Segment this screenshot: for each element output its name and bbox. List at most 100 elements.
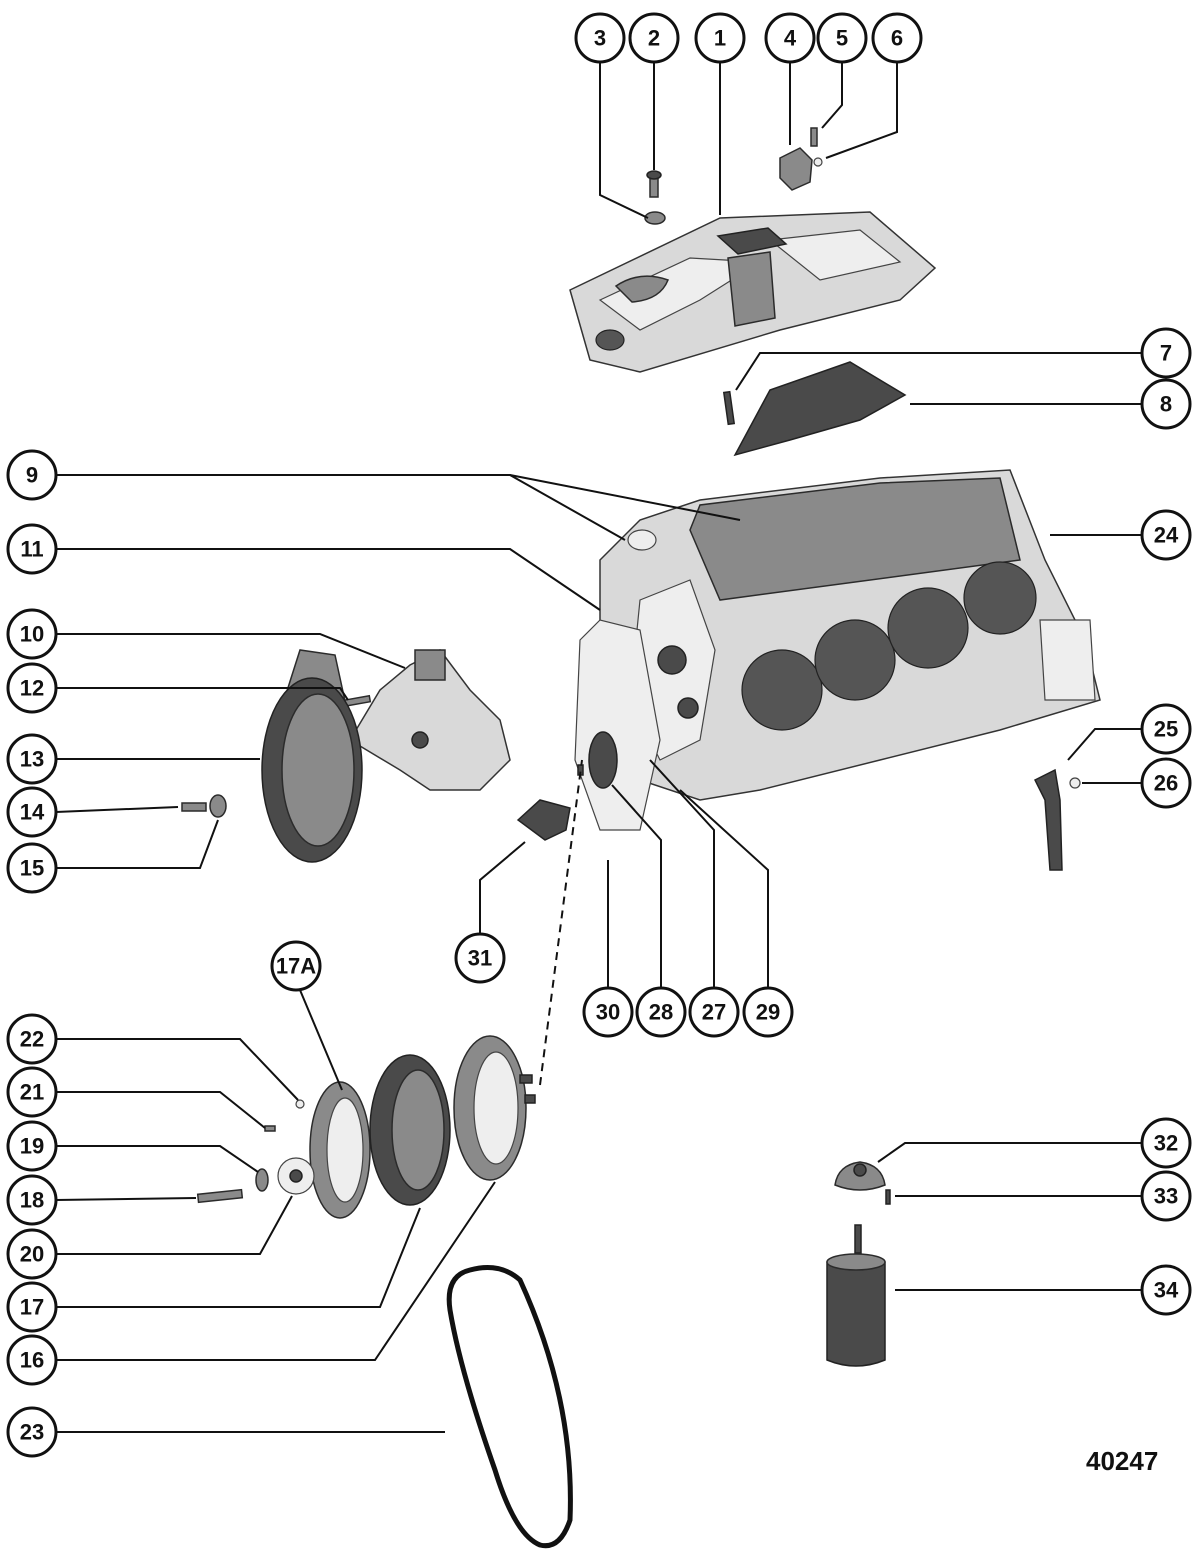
callout-20: 20	[6, 1228, 58, 1280]
callout-circle	[1140, 327, 1192, 379]
callout-label: 33	[1154, 1184, 1178, 1209]
callout-label: 8	[1160, 392, 1172, 417]
callout-circle	[6, 608, 58, 660]
callout-2: 2	[628, 12, 680, 64]
callout-label: 22	[20, 1027, 44, 1052]
valley-cover	[733, 361, 907, 457]
callout-label: 24	[1154, 523, 1179, 548]
bracket	[779, 147, 813, 191]
callout-1: 1	[694, 12, 746, 64]
callout-label: 14	[20, 800, 45, 825]
callout-10: 10	[6, 608, 58, 660]
callout-31: 31	[454, 932, 506, 984]
callout-9: 9	[6, 449, 58, 501]
callout-circle	[6, 1120, 58, 1172]
callout-3: 3	[574, 12, 626, 64]
callout-label: 16	[20, 1348, 44, 1373]
callout-circle	[582, 986, 634, 1038]
dipstick-tube	[1033, 768, 1063, 871]
timing-tab	[516, 799, 571, 841]
callout-circle	[6, 1174, 58, 1226]
callout-label: 10	[20, 622, 44, 647]
callout-circle	[6, 662, 58, 714]
callout-17a: 17A	[270, 940, 322, 992]
oil-filter	[826, 1224, 886, 1367]
callout-circle	[635, 986, 687, 1038]
callout-circle	[1140, 703, 1192, 755]
seal	[588, 731, 618, 789]
callout-4: 4	[764, 12, 816, 64]
callout-33: 33	[1140, 1170, 1192, 1222]
manifold-bolt	[646, 170, 662, 198]
balancer-pulley	[453, 1035, 536, 1181]
callout-label: 32	[1154, 1131, 1178, 1156]
callout-circle	[1140, 1264, 1192, 1316]
bracket-washer	[813, 157, 823, 167]
callout-8: 8	[1140, 378, 1192, 430]
callout-18: 18	[6, 1174, 58, 1226]
callout-28: 28	[635, 986, 687, 1038]
callout-29: 29	[742, 986, 794, 1038]
callout-circle	[6, 1013, 58, 1065]
callout-7: 7	[1140, 327, 1192, 379]
filter-adapter	[834, 1161, 886, 1191]
callout-circle	[1140, 378, 1192, 430]
callout-circle	[764, 12, 816, 64]
callout-16: 16	[6, 1334, 58, 1386]
callout-label: 20	[20, 1242, 44, 1267]
callout-5: 5	[816, 12, 868, 64]
stud	[722, 390, 736, 426]
callout-label: 29	[756, 1000, 780, 1025]
callout-circle	[6, 733, 58, 785]
callout-circle	[694, 12, 746, 64]
callout-circle	[454, 932, 506, 984]
callout-circle	[6, 1406, 58, 1458]
washer-center	[289, 1169, 303, 1183]
callout-30: 30	[582, 986, 634, 1038]
callout-circle	[1140, 1170, 1192, 1222]
callout-label: 5	[836, 26, 848, 51]
pulley-bolt	[181, 802, 207, 812]
callout-circle	[6, 786, 58, 838]
callout-label: 6	[891, 26, 903, 51]
intake-manifold	[569, 211, 937, 373]
adapter-bolt	[885, 1189, 891, 1205]
callout-label: 30	[596, 1000, 620, 1025]
callout-17: 17	[6, 1281, 58, 1333]
callout-circle	[6, 1228, 58, 1280]
callout-26: 26	[1140, 757, 1192, 809]
pulley-washer	[209, 794, 227, 818]
callout-label: 18	[20, 1188, 44, 1213]
callout-32: 32	[1140, 1117, 1192, 1169]
callout-22: 22	[6, 1013, 58, 1065]
callout-label: 26	[1154, 771, 1178, 796]
callout-circle	[688, 986, 740, 1038]
callout-circle	[6, 1066, 58, 1118]
drive-belt	[446, 1265, 573, 1549]
callout-label: 31	[468, 946, 492, 971]
callout-circle	[871, 12, 923, 64]
callout-circle	[6, 449, 58, 501]
fan-pulley	[261, 649, 363, 863]
callout-25: 25	[1140, 703, 1192, 755]
callout-circle	[628, 12, 680, 64]
callout-label: 27	[702, 1000, 726, 1025]
figure-number: 40247	[1086, 1446, 1159, 1476]
pulley-retainer-bolt	[196, 1188, 244, 1204]
callout-circle	[1140, 1117, 1192, 1169]
callout-label: 15	[20, 856, 44, 881]
callout-label: 12	[20, 676, 44, 701]
callout-circle	[6, 1334, 58, 1386]
leader-lines	[55, 62, 1142, 1433]
callout-19: 19	[6, 1120, 58, 1172]
double-pulley	[369, 1054, 451, 1206]
callout-12: 12	[6, 662, 58, 714]
callout-circle	[6, 842, 58, 894]
callout-circle	[816, 12, 868, 64]
water-pump	[348, 649, 511, 791]
callout-label: 11	[20, 537, 43, 562]
callout-14: 14	[6, 786, 58, 838]
bracket-bolt	[810, 127, 818, 147]
